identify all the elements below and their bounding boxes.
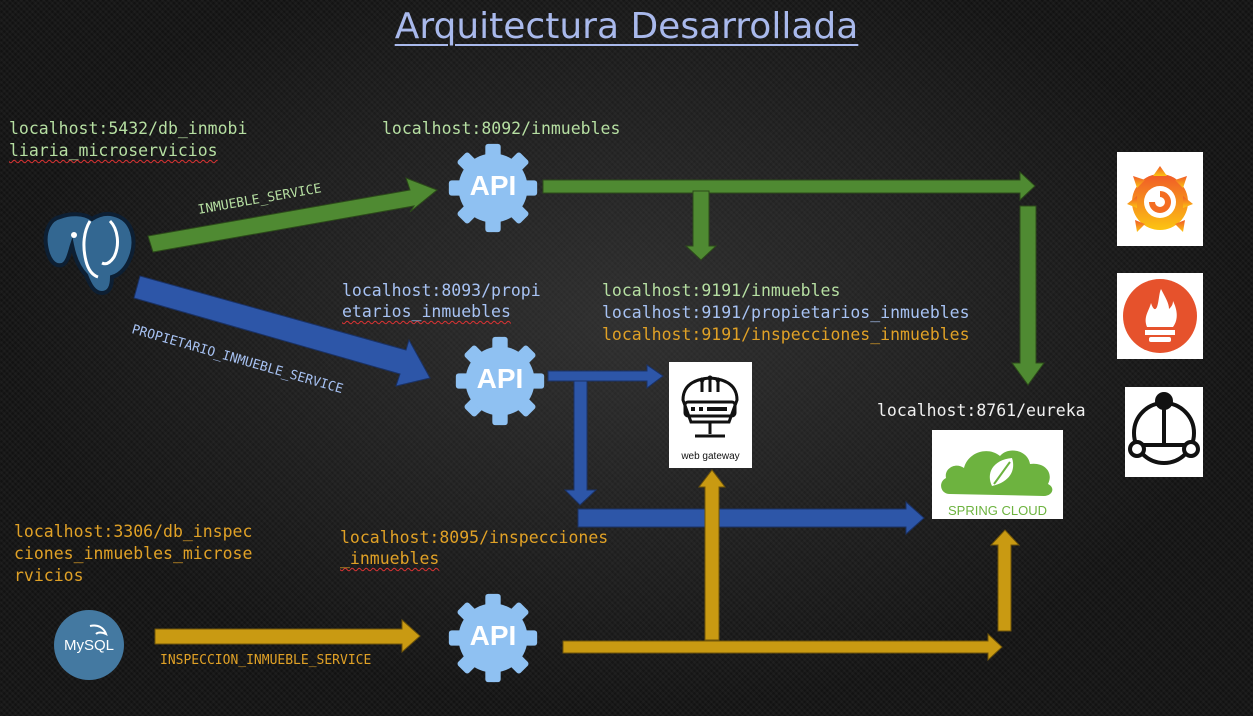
arrow-blue-to-eureka <box>577 500 925 536</box>
gateway-url-inmuebles: localhost:9191/inmuebles <box>602 281 841 300</box>
diagram-title: Arquitectura Desarrollada <box>394 6 859 47</box>
grafana-icon <box>1117 152 1203 246</box>
api-label: API <box>476 363 524 394</box>
api-label: API <box>469 620 517 651</box>
gateway-url-inspecciones: localhost:9191/inspecciones_inmuebles <box>602 325 970 344</box>
postgresql-elephant-icon <box>40 205 140 300</box>
prometheus-icon <box>1117 273 1203 359</box>
spring-text: SPRING CLOUD <box>948 503 1047 518</box>
propietarios-url-line2: etarios_inmuebles <box>342 302 511 321</box>
arrow-api8095-to-eureka <box>562 632 1003 662</box>
arrow-api8092-to-gateway <box>684 190 718 261</box>
zipkin-icon <box>1125 387 1203 477</box>
mysql-dolphin-icon: MySQL <box>54 610 124 680</box>
mysql-url-line2: ciones_inmuebles_microse <box>14 544 253 563</box>
api-gear-icon: API <box>445 140 541 236</box>
mysql-text: MySQL <box>63 637 114 654</box>
gateway-url-propietarios: localhost:9191/propietarios_inmuebles <box>602 303 970 322</box>
arrow-inspeccion-service <box>154 618 421 654</box>
spring-cloud-icon: SPRING CLOUD <box>932 430 1063 519</box>
inspeccion-service-label: INSPECCION_INMUEBLE_SERVICE <box>160 653 372 668</box>
web-gateway-icon: web gateway <box>669 362 752 468</box>
mysql-url-line1: localhost:3306/db_inspec <box>14 522 253 541</box>
pg-url-line2: liaria_microservicios <box>9 141 218 160</box>
inspecciones-url-line1: localhost:8095/inspecciones <box>340 528 609 547</box>
mysql-url-line3: rvicios <box>14 566 84 585</box>
arrow-right-to-eureka <box>1011 205 1045 386</box>
gateway-text: web gateway <box>681 451 740 462</box>
arrow-api8092-to-right <box>542 170 1036 202</box>
arrow-up-to-spring <box>989 529 1021 632</box>
arrow-inmueble-service <box>147 177 438 253</box>
api-gear-icon: API <box>445 590 541 686</box>
api-gear-icon: API <box>452 333 548 429</box>
pg-url-line1: localhost:5432/db_inmobi <box>9 118 247 140</box>
arrow-up-to-gateway <box>697 469 727 641</box>
inmuebles-api-url: localhost:8092/inmuebles <box>382 119 621 138</box>
propietarios-url-line1: localhost:8093/propi <box>342 281 541 300</box>
api-label: API <box>469 170 517 201</box>
arrow-api8093-to-gateway <box>547 364 664 389</box>
pg-url-line1-text: localhost:5432/db_inmobi <box>9 119 248 138</box>
eureka-url: localhost:8761/eureka <box>877 401 1086 420</box>
arrow-propietario-service <box>133 275 431 387</box>
arrow-api8093-down <box>563 380 598 506</box>
inspecciones-url-line2: _inmuebles <box>340 549 440 568</box>
